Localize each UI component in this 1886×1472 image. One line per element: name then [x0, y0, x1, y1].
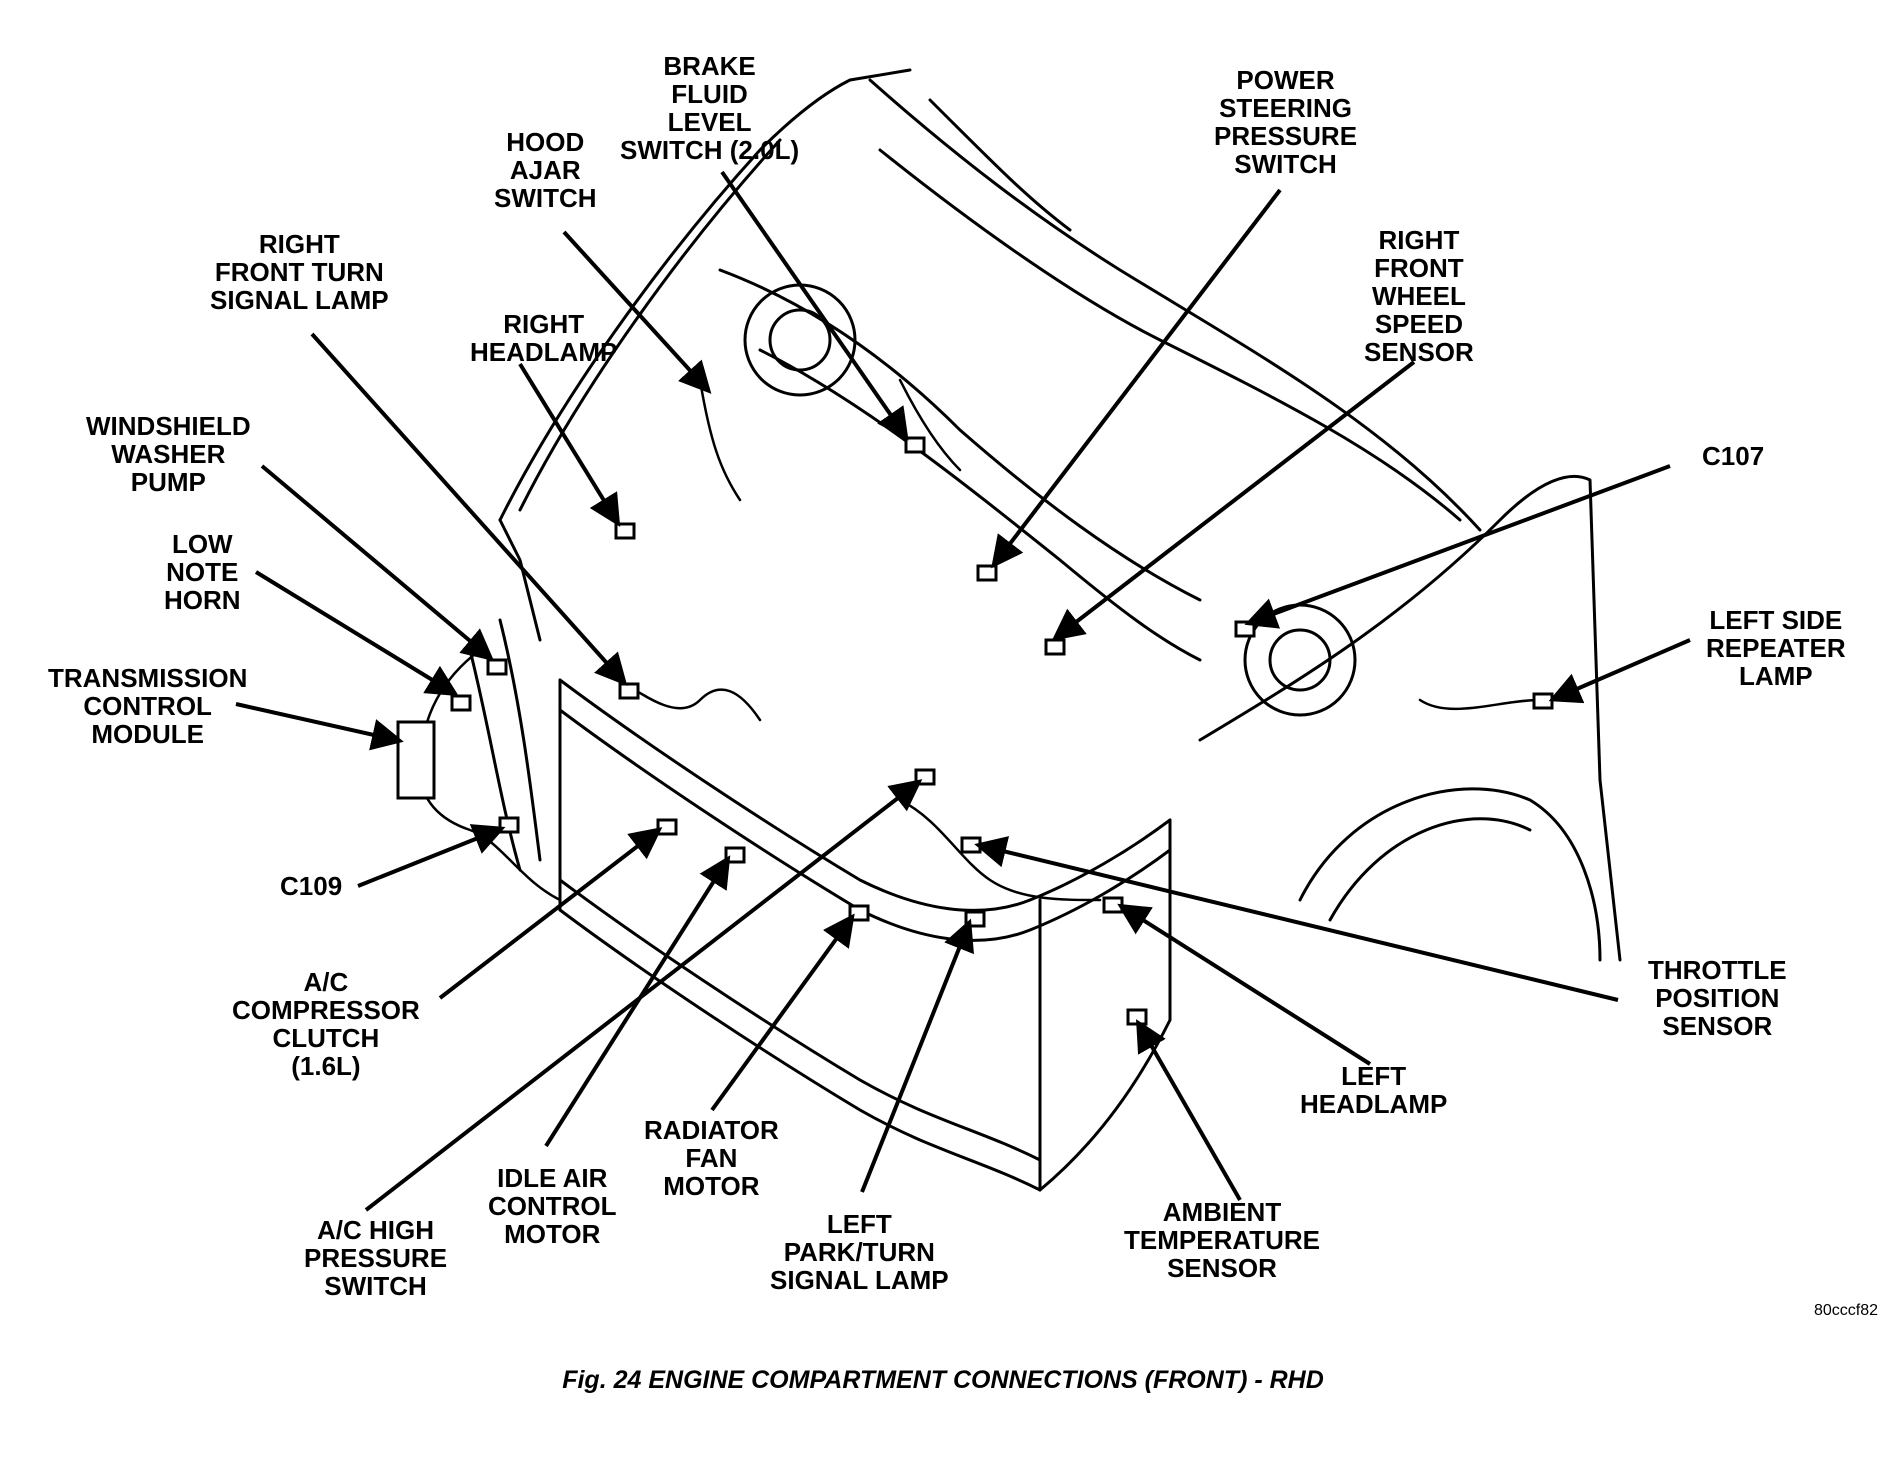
leader-throttle [974, 836, 1619, 1002]
connector-throttle [960, 836, 982, 854]
connector-power-steering [976, 564, 998, 582]
connector-right-front-turn [618, 682, 640, 700]
connector-left-headlamp [1102, 896, 1124, 914]
leader-tcm [235, 702, 404, 751]
leader-ac-clutch [438, 827, 663, 1000]
leader-windshield-washer [260, 464, 495, 662]
leader-ac-high-pressure [364, 779, 923, 1212]
figure-caption: Fig. 24 ENGINE COMPARTMENT CONNECTIONS (… [562, 1366, 1324, 1394]
cowl-outline [868, 78, 1482, 532]
connector-hood-ajar [614, 522, 636, 540]
left-fender-outline [1198, 474, 1622, 962]
tcm-module [396, 720, 436, 800]
connector-c107 [1234, 620, 1256, 638]
leader-hood-ajar [562, 230, 712, 394]
leader-brake-fluid [720, 170, 909, 441]
leader-c107 [1244, 464, 1671, 629]
leader-right-headlamp [518, 362, 621, 527]
connector-windshield-washer [486, 658, 508, 676]
firewall-outline [718, 268, 1202, 602]
leader-c109 [357, 824, 506, 888]
connector-low-note-horn [450, 694, 472, 712]
right-fender-outline [498, 68, 912, 522]
radiator-support-lower [558, 878, 1042, 1162]
connector-left-park-turn [964, 910, 986, 928]
wiring-harness [418, 648, 562, 902]
connector-radiator-fan [848, 904, 870, 922]
leader-left-side-repeater [1548, 638, 1691, 704]
connector-idle-air [724, 846, 746, 864]
connector-brake-fluid [904, 436, 926, 454]
coolant-reservoir [1243, 603, 1357, 717]
radiator-support-upper [558, 678, 1172, 912]
leader-power-steering [991, 188, 1282, 569]
connector-ac-high-pressure [914, 768, 936, 786]
connector-left-side-repeater [1532, 692, 1554, 710]
leader-left-headlamp [1117, 903, 1372, 1066]
figure-code: 80cccf82 [1813, 1302, 1878, 1319]
leader-ambient-temp [1136, 1019, 1242, 1201]
connector-right-wheel-speed [1044, 638, 1066, 656]
leader-idle-air [544, 855, 731, 1148]
connector-ac-clutch [656, 818, 678, 836]
leader-right-wheel-speed [1051, 360, 1416, 641]
leader-radiator-fan [710, 913, 855, 1112]
connector-ambient-temp [1126, 1008, 1148, 1026]
leader-right-front-turn [310, 332, 628, 686]
label-c107: C107 [1702, 441, 1765, 471]
connector-c109 [498, 816, 520, 834]
leader-left-park-turn [860, 918, 974, 1193]
label-c109: C109 [280, 871, 343, 901]
leader-low-note-horn [254, 570, 459, 697]
